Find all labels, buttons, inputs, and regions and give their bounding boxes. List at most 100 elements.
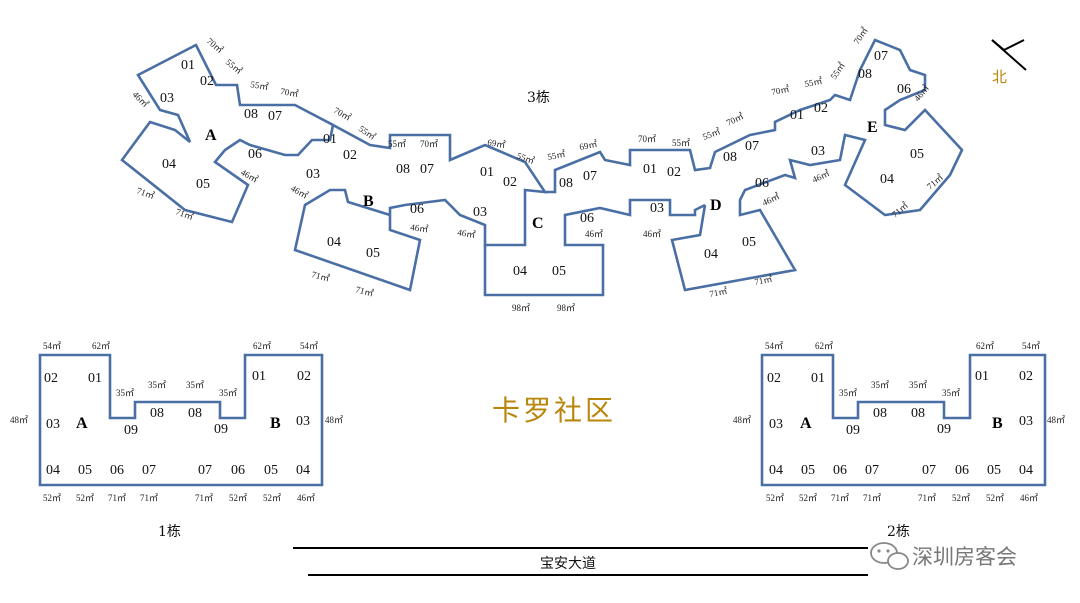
unit-number: 04 <box>162 157 176 172</box>
unit-number: 07 <box>268 109 282 124</box>
unit-number: 01 <box>643 162 657 177</box>
building-2-outline <box>760 353 1047 487</box>
unit-area: 46㎡ <box>912 83 931 103</box>
unit-number: 01 <box>790 108 804 123</box>
unit-number: 05 <box>552 264 566 279</box>
unit-area: 46㎡ <box>1020 493 1038 503</box>
unit-area: 55㎡ <box>547 149 566 162</box>
unit-number: 02 <box>814 101 828 116</box>
unit-number: 08 <box>873 406 887 421</box>
building-3-section-c-outline <box>483 198 706 297</box>
building-3-label: 3栋 <box>527 89 550 106</box>
unit-area: 71㎡ <box>174 206 194 222</box>
unit-area: 70㎡ <box>205 36 225 55</box>
unit-area: 52㎡ <box>799 493 817 503</box>
unit-number: 05 <box>987 463 1001 478</box>
unit-number: 07 <box>922 463 936 478</box>
unit-number: 04 <box>704 247 718 262</box>
unit-area: 48㎡ <box>1047 415 1065 425</box>
unit-area: 62㎡ <box>815 341 833 351</box>
unit-number: 07 <box>745 139 759 154</box>
building-3-section-b-outline <box>293 123 548 292</box>
unit-number: 04 <box>327 235 341 250</box>
unit-number: 05 <box>264 463 278 478</box>
unit-area: 52㎡ <box>263 493 281 503</box>
unit-number: 02 <box>1019 369 1033 384</box>
unit-area: 71㎡ <box>354 284 374 298</box>
building-3-section-d-label: D <box>710 197 722 214</box>
building-1-outline <box>38 353 324 487</box>
unit-area: 71㎡ <box>925 172 945 191</box>
unit-area: 71㎡ <box>310 269 330 283</box>
unit-area: 35㎡ <box>148 380 166 390</box>
watermark-text: 深圳房客会 <box>912 545 1017 569</box>
unit-number: 09 <box>937 422 951 437</box>
building-1-section-b-label: B <box>270 415 281 432</box>
unit-area: 54㎡ <box>43 341 61 351</box>
building-3-section-d-outline <box>545 38 964 292</box>
unit-area: 69㎡ <box>487 137 506 150</box>
unit-number: 01 <box>181 58 195 73</box>
unit-number: 03 <box>1019 414 1033 429</box>
unit-area: 46㎡ <box>761 191 782 208</box>
unit-area: 71㎡ <box>831 493 849 503</box>
unit-area: 62㎡ <box>253 341 271 351</box>
unit-area: 55㎡ <box>250 79 269 92</box>
building-3-section-e-label: E <box>867 119 878 136</box>
unit-number: 03 <box>769 417 783 432</box>
unit-number: 06 <box>833 463 847 478</box>
unit-area: 46㎡ <box>289 183 310 201</box>
unit-area: 35㎡ <box>116 388 134 398</box>
unit-area: 71㎡ <box>108 493 126 503</box>
unit-number: 08 <box>188 406 202 421</box>
unit-number: 03 <box>160 91 174 106</box>
unit-area: 62㎡ <box>976 341 994 351</box>
unit-area: 71㎡ <box>918 493 936 503</box>
unit-area: 70㎡ <box>420 139 438 149</box>
building-3-section-b-label: B <box>363 193 374 210</box>
unit-number: 05 <box>366 246 380 261</box>
unit-area: 71㎡ <box>709 286 728 299</box>
unit-number: 02 <box>200 74 214 89</box>
unit-area: 46㎡ <box>643 229 661 239</box>
unit-area: 55㎡ <box>701 126 721 142</box>
unit-number: 03 <box>650 201 664 216</box>
unit-number: 03 <box>46 417 60 432</box>
unit-number: 06 <box>410 202 424 217</box>
north-arrow-icon <box>991 39 1027 71</box>
unit-number: 07 <box>198 463 212 478</box>
unit-area: 46㎡ <box>585 229 603 239</box>
unit-area: 70㎡ <box>280 86 299 99</box>
unit-number: 06 <box>755 176 769 191</box>
unit-number: 02 <box>667 165 681 180</box>
unit-area: 52㎡ <box>766 493 784 503</box>
unit-area: 71㎡ <box>195 493 213 503</box>
unit-area: 70㎡ <box>332 105 353 123</box>
unit-area: 55㎡ <box>224 57 244 76</box>
unit-number: 07 <box>420 162 434 177</box>
unit-area: 35㎡ <box>839 388 857 398</box>
building-3-section-c-label: C <box>532 215 544 232</box>
building-3-labels: 3栋 A B C D E 01 02 03 08 07 04 05 06 03 … <box>131 26 946 313</box>
unit-number: 05 <box>910 147 924 162</box>
unit-area: 55㎡ <box>804 76 823 89</box>
unit-number: 06 <box>110 463 124 478</box>
unit-number: 07 <box>874 49 888 64</box>
unit-number: 01 <box>252 369 266 384</box>
unit-area: 46㎡ <box>410 222 429 234</box>
unit-area: 35㎡ <box>942 388 960 398</box>
building-3-section-a-outline <box>120 43 335 224</box>
unit-number: 04 <box>296 463 310 478</box>
building-2-labels: 2栋 A B 02 01 01 02 03 03 08 08 09 09 04 … <box>733 341 1065 540</box>
building-2-section-a-label: A <box>800 415 812 432</box>
unit-area: 35㎡ <box>871 380 889 390</box>
north-label: 北 <box>992 68 1007 86</box>
unit-area: 52㎡ <box>986 493 1004 503</box>
unit-area: 62㎡ <box>92 341 110 351</box>
unit-area: 54㎡ <box>1022 341 1040 351</box>
unit-area: 54㎡ <box>300 341 318 351</box>
unit-number: 05 <box>742 235 756 250</box>
unit-area: 55㎡ <box>672 138 690 148</box>
unit-area: 98㎡ <box>557 303 575 313</box>
